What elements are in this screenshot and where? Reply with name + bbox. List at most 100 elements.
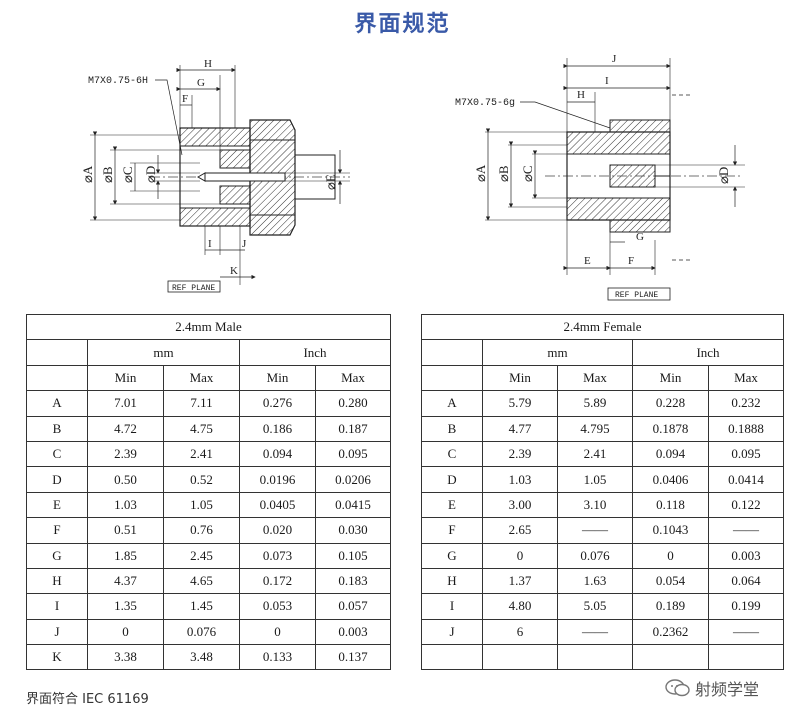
female-cell-in-min: 0.228	[632, 390, 709, 417]
female-cell-in-min	[632, 644, 709, 671]
male-cell-dim: C	[26, 440, 88, 468]
female-cell-in-min: 0.118	[632, 491, 709, 519]
male-ref-plane-label: REF PLANE	[172, 284, 215, 293]
male-cell-mm-max: 0.52	[163, 466, 240, 493]
male-cell-mm-min: 4.37	[87, 567, 164, 595]
male-cell-in-max: 0.137	[314, 644, 392, 671]
male-subheader-blank	[26, 364, 88, 392]
male-cell-mm-min: 0.51	[87, 517, 164, 544]
watermark-text: 射频学堂	[695, 680, 760, 699]
male-dia-d-label: ⌀D	[143, 166, 158, 183]
female-cell-in-max: 0.064	[707, 567, 785, 595]
female-cell-mm-min: 1.37	[482, 567, 558, 595]
male-cell-in-min: 0.186	[239, 415, 316, 442]
male-cell-in-min: 0.172	[239, 567, 316, 595]
male-cell-mm-min: 1.85	[87, 542, 164, 569]
female-cell-in-min: 0.189	[632, 593, 709, 620]
male-cell-mm-max: 2.41	[163, 440, 240, 468]
male-cell-dim: F	[26, 517, 88, 544]
male-cell-mm-max: 0.076	[163, 618, 240, 646]
female-cell-dim: B	[421, 415, 483, 442]
female-cell-mm-max: ——	[557, 517, 633, 544]
female-dim-j-label: J	[612, 53, 617, 65]
female-cell-mm-max: 5.05	[557, 593, 633, 620]
female-dia-b-label: ⌀B	[496, 165, 511, 182]
male-cell-mm-max: 1.45	[163, 593, 240, 620]
male-thread-label: M7X0.75-6H	[88, 76, 148, 87]
male-header-inch: Inch	[238, 339, 392, 366]
male-cell-mm-max: 3.48	[163, 644, 240, 671]
male-dia-b-label: ⌀B	[100, 166, 115, 183]
female-header-inch: Inch	[631, 339, 785, 366]
female-connector-drawing: ⌀A ⌀B ⌀C ⌀D J I H M7X0.75-6g G E F REF P…	[455, 53, 745, 301]
male-cell-in-max: 0.095	[314, 440, 392, 468]
male-cell-dim: K	[26, 644, 88, 671]
female-cell-in-max: ——	[707, 618, 785, 646]
male-cell-dim: D	[26, 466, 88, 493]
male-dim-j-label: J	[242, 238, 247, 250]
male-dia-e-label: ⌀E	[323, 174, 338, 190]
male-cell-mm-min: 2.39	[87, 440, 164, 468]
female-header-mm: mm	[482, 339, 633, 366]
male-cell-dim: B	[26, 415, 88, 442]
female-cell-in-max: 0.095	[707, 440, 785, 468]
female-cell-mm-min: 0	[482, 542, 558, 569]
male-cell-mm-max: 2.45	[163, 542, 240, 569]
male-col-mm-min: Min	[87, 364, 164, 392]
male-cell-mm-max: 1.05	[163, 491, 240, 519]
male-dim-i-label: I	[208, 238, 212, 250]
female-cell-dim: D	[421, 466, 483, 493]
female-dia-d-label: ⌀D	[716, 167, 731, 184]
female-cell-in-max: 0.1888	[707, 415, 785, 442]
male-dim-h-label: H	[204, 58, 212, 70]
female-cell-in-min: 0.1878	[632, 415, 709, 442]
male-cell-mm-max: 0.76	[163, 517, 240, 544]
female-cell-mm-min: 1.03	[482, 466, 558, 493]
female-cell-mm-min: 5.79	[482, 390, 558, 417]
male-cell-mm-max: 4.65	[163, 567, 240, 595]
female-cell-dim: F	[421, 517, 483, 544]
male-cell-dim: I	[26, 593, 88, 620]
male-cell-in-min: 0.020	[239, 517, 316, 544]
male-col-in-min: Min	[239, 364, 316, 392]
female-col-in-min: Min	[632, 364, 709, 392]
female-subheader-blank	[421, 364, 483, 392]
female-cell-mm-max: 1.63	[557, 567, 633, 595]
female-cell-mm-min: 3.00	[482, 491, 558, 519]
male-cell-in-max: 0.105	[314, 542, 392, 569]
female-dim-h-label: H	[577, 89, 585, 101]
male-cell-mm-min: 3.38	[87, 644, 164, 671]
page-title: 界面规范	[354, 12, 451, 37]
male-cell-in-min: 0.073	[239, 542, 316, 569]
male-cell-mm-min: 0	[87, 618, 164, 646]
male-cell-mm-min: 0.50	[87, 466, 164, 493]
female-cell-in-max: ——	[707, 517, 785, 544]
female-table-row	[421, 644, 785, 671]
male-cell-mm-max: 4.75	[163, 415, 240, 442]
female-cell-in-min: 0.054	[632, 567, 709, 595]
footer-standard-note: 界面符合 IEC 61169	[26, 692, 149, 707]
female-cell-mm-max: ——	[557, 618, 633, 646]
female-cell-dim: C	[421, 440, 483, 468]
female-dia-c-label: ⌀C	[520, 166, 535, 183]
female-cell-mm-max: 2.41	[557, 440, 633, 468]
female-cell-in-max	[707, 644, 785, 671]
female-dim-g-label: G	[636, 231, 644, 243]
female-cell-mm-min: 4.77	[482, 415, 558, 442]
male-cell-in-max: 0.030	[314, 517, 392, 544]
female-cell-in-max: 0.232	[707, 390, 785, 417]
female-header-blank	[421, 339, 483, 366]
male-cell-mm-min: 1.35	[87, 593, 164, 620]
male-cell-mm-min: 1.03	[87, 491, 164, 519]
